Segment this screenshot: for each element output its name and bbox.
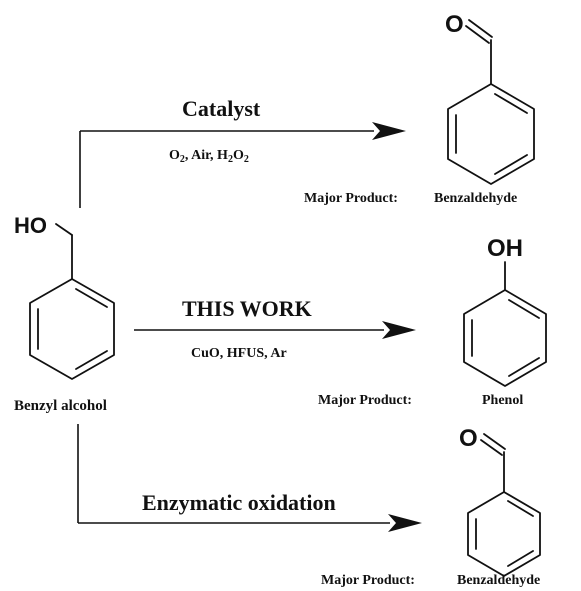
route-catalyst: Catalyst O2, Air, H2O2: [80, 96, 406, 165]
product-name: Benzaldehyde: [434, 191, 517, 206]
subscript: 2: [180, 154, 185, 165]
product-prefix: Major Product:: [318, 393, 412, 408]
product-ring-double-bond: [494, 154, 528, 175]
conditions-text: , Air, H: [185, 148, 228, 163]
reactant-ring: [29, 278, 115, 380]
benzaldehyde-structure: O: [445, 11, 535, 185]
route-title: Catalyst: [182, 96, 261, 121]
product-hydroxyl-label: OH: [487, 235, 523, 262]
product-carbonyl-bond: [465, 25, 490, 44]
conditions-text: CuO, HFUS, Ar: [191, 346, 287, 361]
route-title: Enzymatic oxidation: [142, 490, 336, 515]
route-conditions: CuO, HFUS, Ar: [191, 346, 287, 361]
benzaldehyde-structure: O: [459, 425, 541, 577]
arrow-head-icon: [382, 321, 416, 339]
product-carbonyl-label: O: [445, 11, 464, 38]
route-conditions: O2, Air, H2O2: [169, 148, 249, 165]
product-carbonyl-label: O: [459, 425, 478, 452]
product-carbonyl-bond: [483, 433, 506, 450]
route-title: THIS WORK: [182, 296, 312, 321]
product-ring: [463, 289, 547, 387]
subscript: 2: [244, 154, 249, 165]
product-ring-double-bond: [494, 93, 528, 114]
conditions-text: O: [169, 148, 180, 163]
product-name: Benzaldehyde: [457, 573, 540, 588]
product-prefix: Major Product:: [304, 191, 398, 206]
subscript: 2: [228, 154, 233, 165]
benzyl-alcohol-structure: HO Benzyl alcohol: [14, 213, 115, 414]
reactant-ring-double-bond: [75, 288, 108, 308]
product-ring-double-bond: [507, 500, 534, 517]
product-ring-double-bond: [508, 299, 540, 319]
product-carbonyl-bond: [468, 19, 493, 38]
route-enzymatic: Enzymatic oxidation: [78, 490, 422, 532]
route-this-work: THIS WORK CuO, HFUS, Ar: [134, 296, 416, 361]
conditions-text: O: [233, 148, 244, 163]
product-carbonyl-bond: [480, 439, 503, 456]
product-ring-double-bond: [507, 550, 534, 567]
product-ring: [447, 83, 535, 185]
phenol-structure: OH: [463, 235, 547, 387]
reactant-name: Benzyl alcohol: [14, 398, 107, 414]
product-prefix: Major Product:: [321, 573, 415, 588]
reactant-ring-double-bond: [75, 350, 108, 370]
arrow-head-icon: [388, 514, 422, 532]
reactant-ho-bond: [55, 223, 73, 236]
product-ring-double-bond: [508, 357, 540, 377]
product-name: Phenol: [482, 393, 523, 408]
reactant-hydroxyl-label: HO: [14, 213, 47, 238]
arrow-head-icon: [372, 122, 406, 140]
product-ring: [467, 491, 541, 577]
